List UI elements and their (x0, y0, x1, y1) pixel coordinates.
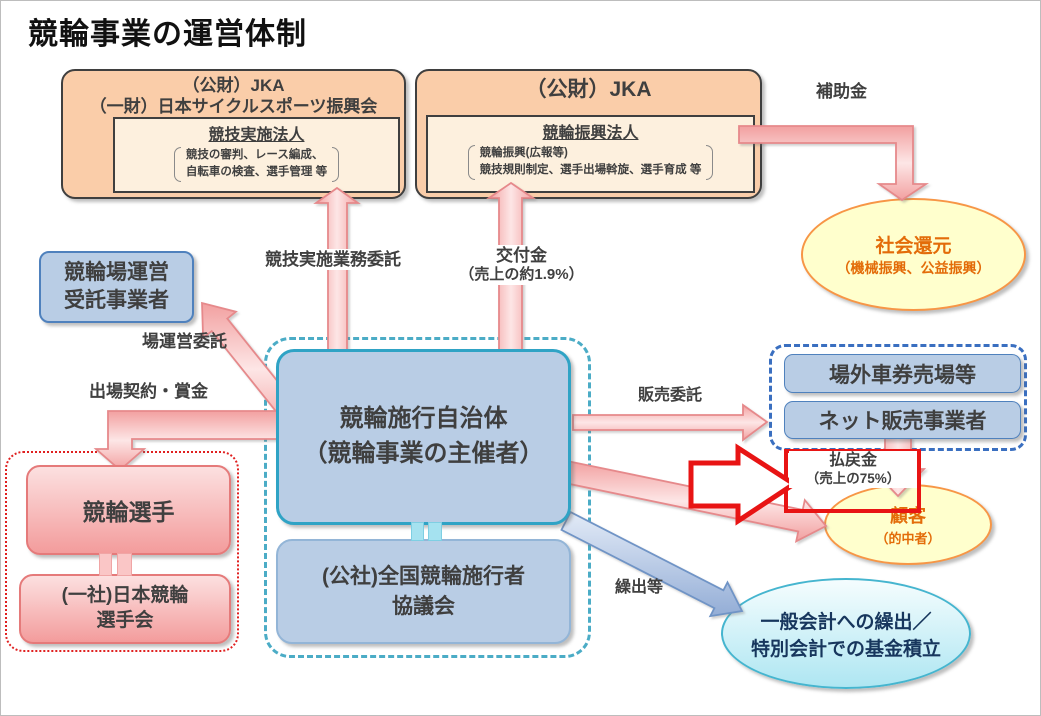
track-operator-line1: 競輪場運営 (64, 260, 169, 284)
box-net-sales-operators: ネット販売事業者 (784, 401, 1021, 439)
label-grant: 交付金 （売上の約1.9%） (449, 245, 594, 285)
municipality-line1: 競輪施行自治体 (339, 405, 508, 433)
box-competition-implementing-corporation: 競技実施法人 競技の審判、レース編成、 自転車の検査、選手管理 等 (113, 117, 400, 193)
payout-highlight-arrow (688, 443, 799, 526)
box-track-operator: 競輪場運営 受託事業者 (39, 251, 194, 323)
social-return-line2: （機械振興、公益振興） (836, 260, 991, 276)
arrow-sales-outsourcing (572, 403, 769, 442)
jka-title: （公財）JKA (525, 78, 652, 101)
label-payout-line1: 払戻金 (828, 452, 877, 469)
ellipse-social-return: 社会還元 （機械振興、公益振興） (801, 198, 1026, 311)
label-contract-prize: 出場契約・賞金 (89, 382, 208, 401)
racers-label: 競輪選手 (82, 499, 175, 525)
competition-detail-1: 競技の審判、レース編成、 (185, 149, 324, 161)
arrow-subsidy (738, 125, 929, 202)
connector-racers-assoc-1 (99, 553, 112, 576)
racers-assoc-line1: (一社)日本競輪 (61, 585, 189, 607)
promotion-detail-1: 競輪振興(広報等) (479, 147, 568, 159)
ellipse-customers: 顧客 （的中者） (824, 484, 992, 565)
track-operator-line2: 受託事業者 (64, 289, 169, 312)
arrow-contract-prize (93, 410, 279, 472)
promotion-detail-2: 競技規則制定、選手出場斡旋、選手育成 等 (479, 164, 702, 177)
box-offtrack-ticket-shops: 場外車券売場等 (784, 354, 1021, 393)
connector-municipality-council-1 (411, 522, 424, 541)
label-payout-line2: （売上の75%） (805, 471, 901, 486)
left-bracket (467, 145, 475, 180)
page-title: 競輪事業の運営体制 (28, 18, 307, 51)
right-bracket (332, 147, 340, 182)
social-return-line1: 社会還元 (875, 236, 952, 257)
council-line1: (公社)全国競輪施行者 (322, 565, 525, 589)
jka-cycle-line2: （一財）日本サイクルスポーツ振興会 (89, 96, 378, 116)
box-jka-cycle-sports: （公財）JKA （一財）日本サイクルスポーツ振興会 競技実施法人 競技の審判、レ… (61, 69, 406, 199)
general-account-line2: 特別会計での基金積立 (750, 638, 941, 660)
municipality-line2: （競輪事業の主催者） (303, 440, 544, 467)
label-subsidy: 補助金 (816, 82, 867, 101)
ellipse-general-account: 一般会計への繰出／ 特別会計での基金積立 (721, 578, 971, 689)
label-venue-outsourcing: 場運営委託 (142, 332, 227, 351)
offtrack-label: 場外車券売場等 (829, 363, 976, 387)
box-municipality: 競輪施行自治体 （競輪事業の主催者） (276, 349, 571, 525)
connector-racers-assoc-2 (117, 553, 132, 576)
label-transfer: 繰出等 (615, 579, 664, 596)
racers-assoc-line2: 選手会 (96, 610, 154, 631)
promotion-corporation-title: 競輪振興法人 (542, 125, 639, 142)
box-racers: 競輪選手 (26, 465, 231, 555)
box-racers-association: (一社)日本競輪 選手会 (19, 574, 231, 644)
box-council: (公社)全国競輪施行者 協議会 (276, 539, 571, 644)
left-bracket (173, 147, 181, 182)
label-competition-outsourcing: 競技実施業務委託 (263, 249, 403, 271)
council-line2: 協議会 (392, 594, 455, 618)
label-payout: 払戻金 （売上の75%） (789, 451, 917, 488)
general-account-line1: 一般会計への繰出／ (760, 611, 932, 633)
competition-corporation-title: 競技実施法人 (208, 127, 305, 144)
label-grant-line1: 交付金 (496, 246, 547, 265)
customers-line2: （的中者） (875, 531, 941, 546)
net-sales-label: ネット販売事業者 (818, 410, 987, 433)
container-municipality-group (264, 337, 591, 658)
jka-cycle-line1: （公財）JKA (182, 76, 285, 95)
label-sales-outsourcing: 販売委託 (638, 387, 703, 404)
box-jka: （公財）JKA 競輪振興法人 競輪振興(広報等) 競技規則制定、選手出場斡旋、選… (415, 69, 762, 199)
connector-municipality-council-2 (428, 522, 442, 541)
arrow-transfer (560, 510, 744, 618)
competition-detail-2: 自転車の検査、選手管理 等 (185, 166, 328, 179)
box-keirin-promotion-corporation: 競輪振興法人 競輪振興(広報等) 競技規則制定、選手出場斡旋、選手育成 等 (426, 115, 755, 193)
label-grant-line2: （売上の約1.9%） (459, 266, 584, 284)
